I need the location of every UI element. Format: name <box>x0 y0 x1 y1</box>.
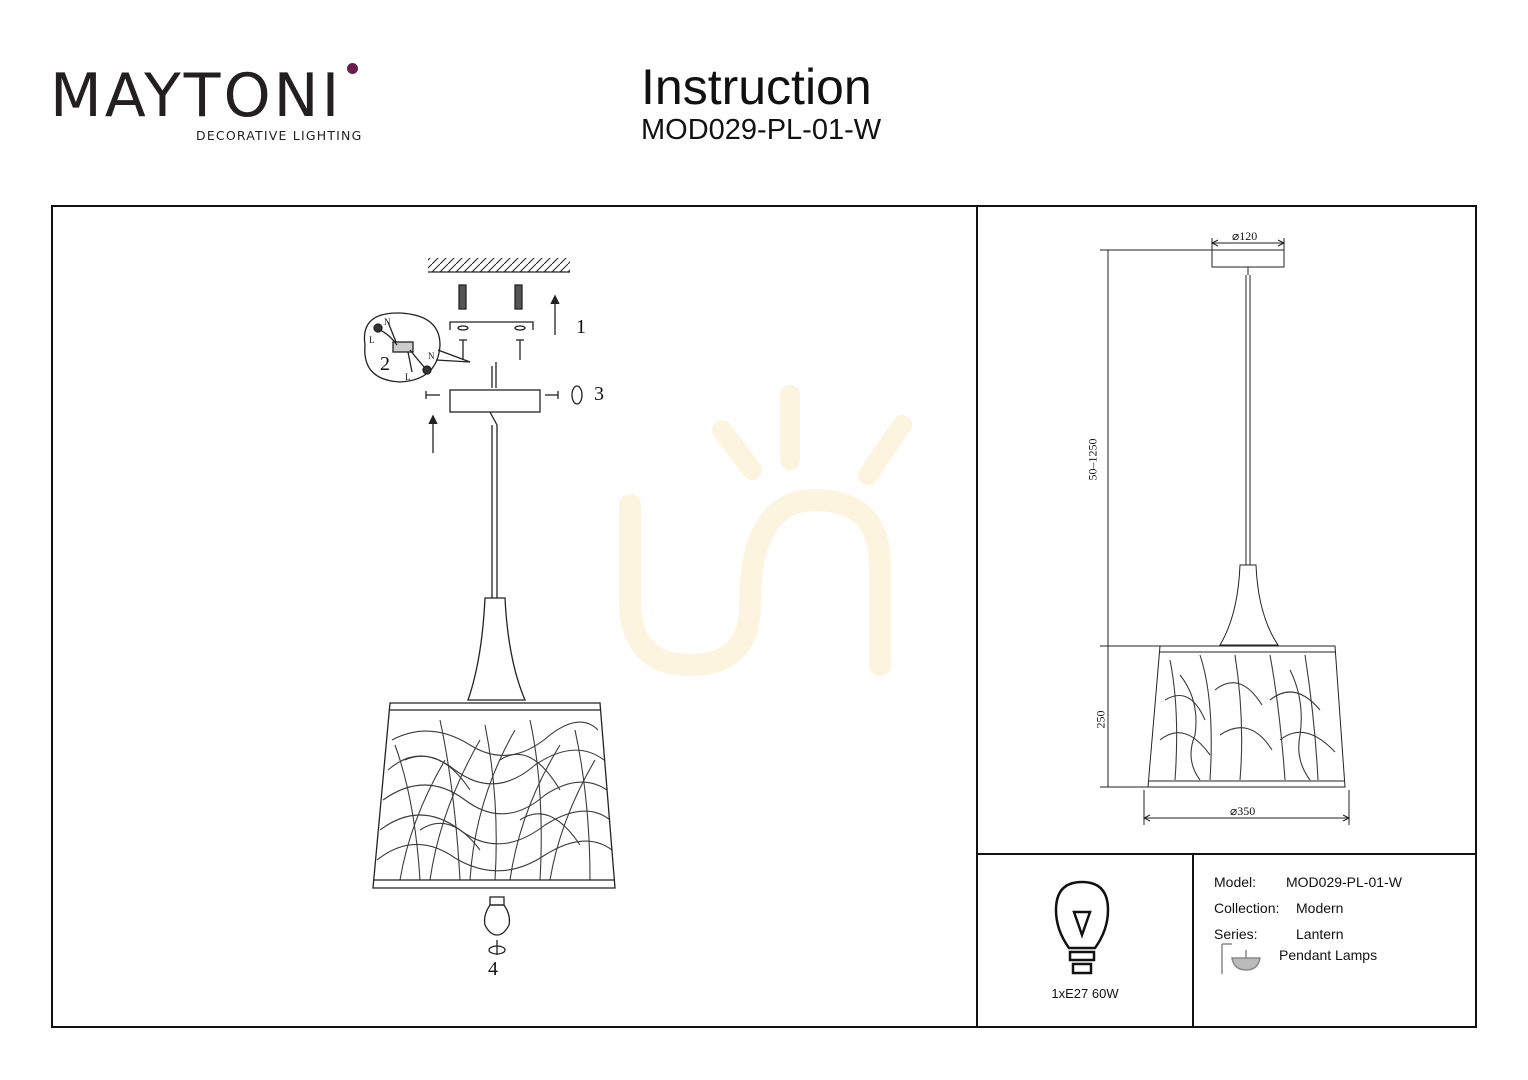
maytoni-logo: MAYTONI DECORATIVE LIGHTING <box>50 60 370 150</box>
model-code-heading: MOD029-PL-01-W <box>641 114 882 146</box>
wire-label-l: L <box>369 335 375 345</box>
bulb-spec: 1xE27 60W <box>1051 986 1119 1001</box>
instruction-frame <box>51 205 1477 1028</box>
model-label: Model: <box>1214 874 1257 890</box>
step-number-4: 4 <box>488 958 498 980</box>
pendant-lamp-icon <box>1221 943 1261 974</box>
logo-tagline: DECORATIVE LIGHTING <box>196 128 363 143</box>
divider-bulb <box>1192 854 1194 1027</box>
dimension-canopy-diameter: ⌀120 <box>1232 229 1258 243</box>
wire-label-n2: N <box>428 351 435 361</box>
step-number-3: 3 <box>594 383 604 405</box>
step-number-2: 2 <box>380 353 390 375</box>
dimension-shade-diameter: ⌀350 <box>1230 804 1256 818</box>
wire-label-n: N <box>384 317 391 327</box>
shade-pattern-leaves <box>1159 654 1336 781</box>
divider-main <box>976 206 978 1027</box>
dimension-shade-height: 250 <box>1093 710 1108 729</box>
step-number-1: 1 <box>576 316 586 338</box>
divider-info <box>977 853 1476 855</box>
series-value: Lantern <box>1296 926 1344 942</box>
shade-pattern-grass <box>376 719 613 881</box>
logo-wordmark: MAYTONI <box>50 61 343 131</box>
logo-dot <box>347 63 358 74</box>
wire-label-l2: L <box>405 372 411 382</box>
dimension-suspension-length: 50–1250 <box>1085 438 1100 481</box>
watermark-logo <box>619 385 912 677</box>
light-bulb-icon <box>1054 880 1110 975</box>
collection-value: Modern <box>1296 900 1344 916</box>
collection-label: Collection: <box>1214 900 1280 916</box>
assembly-drawing <box>363 258 616 955</box>
model-value: MOD029-PL-01-W <box>1286 874 1402 890</box>
dimension-drawing <box>1100 238 1351 825</box>
lamp-type-value: Pendant Lamps <box>1279 947 1378 963</box>
series-label: Series: <box>1214 926 1258 942</box>
page-title: Instruction <box>641 59 872 115</box>
